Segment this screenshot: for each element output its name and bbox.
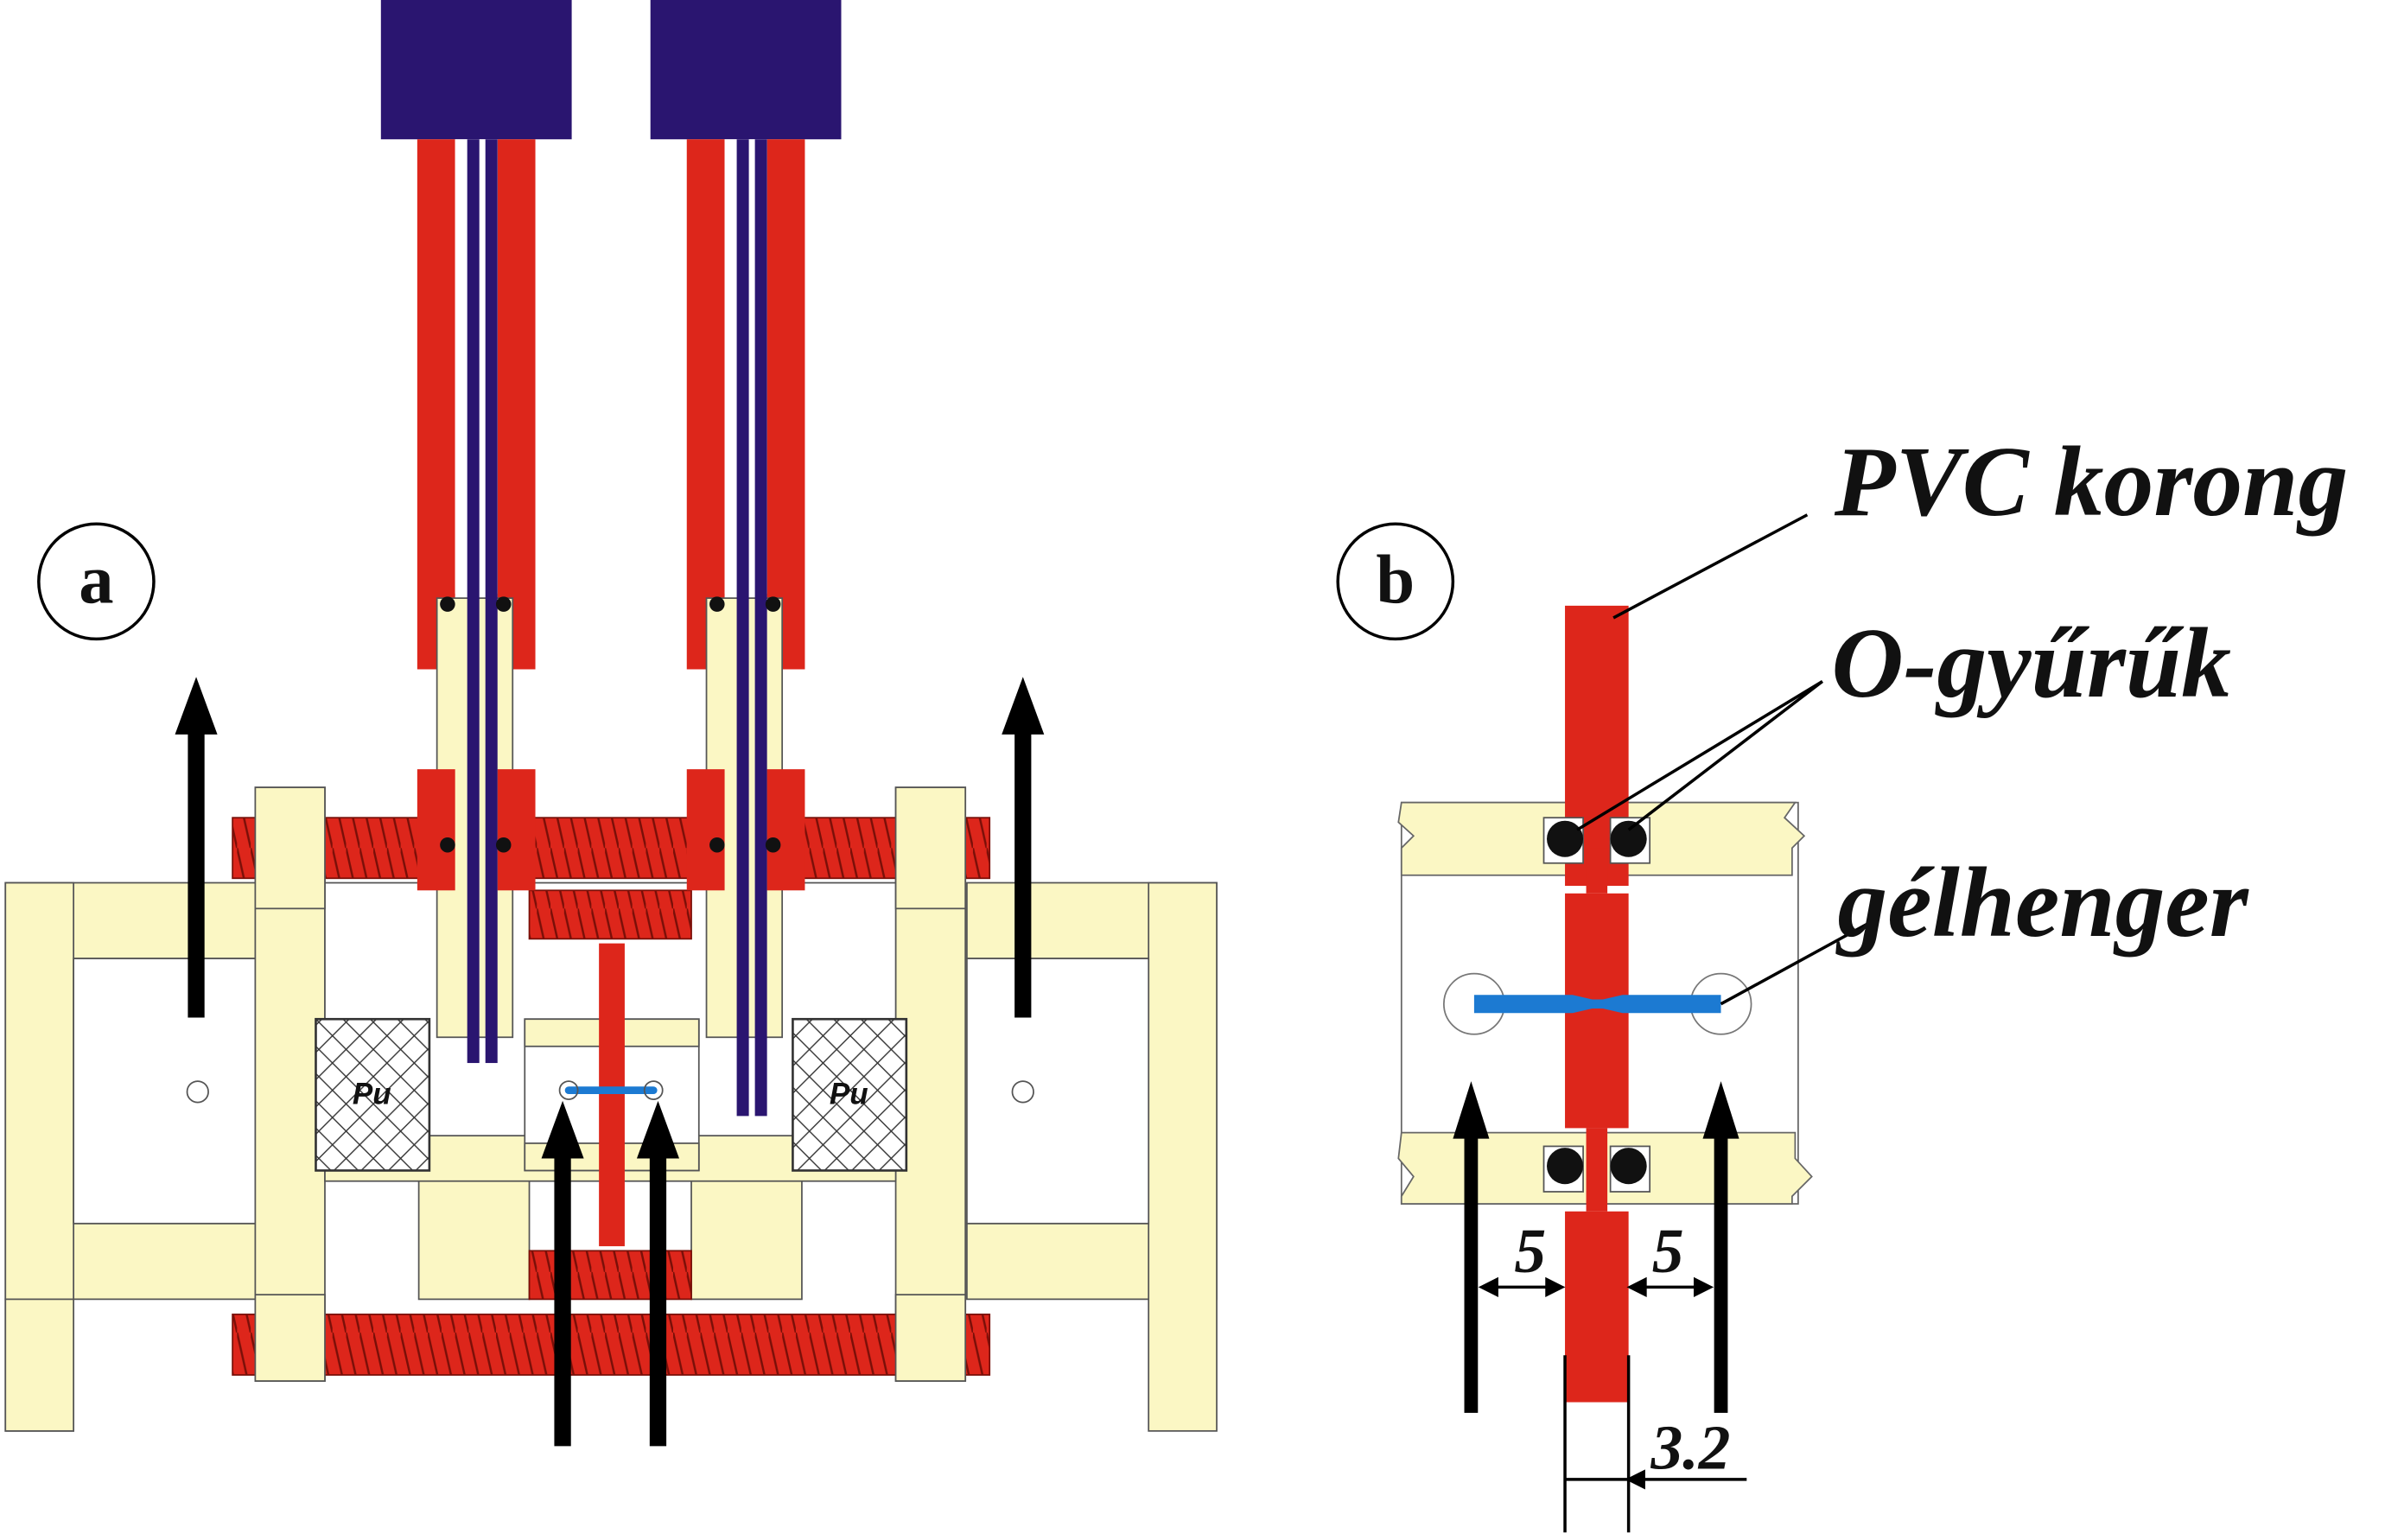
o-rings-lower xyxy=(1542,1145,1651,1193)
pvc-disc-lower xyxy=(1565,1211,1629,1403)
panel-b-label: b xyxy=(1376,541,1415,618)
pu-filter-right xyxy=(792,1017,908,1172)
pvc-disc-neck-lower xyxy=(1586,1128,1608,1212)
callout-pvc: PVC korong xyxy=(1834,427,2348,538)
leader-gel xyxy=(1720,922,1869,1006)
threaded-rod-upper xyxy=(232,817,991,880)
flow-arrowhead-right xyxy=(1002,677,1045,735)
dimension-left xyxy=(1478,1276,1566,1297)
end-plate-right-bottom-overlay xyxy=(894,1294,967,1382)
pvc-disc-neck-upper xyxy=(1586,848,1608,894)
outer-frame-right xyxy=(966,881,1218,1432)
panel-b-label-circle xyxy=(1336,522,1455,641)
electrode-assembly-left xyxy=(380,0,572,1064)
flow-arrowhead-left xyxy=(175,677,218,735)
dimension-label-left: 5 xyxy=(1514,1215,1546,1286)
flow-arrowhead-center-right xyxy=(636,1100,679,1159)
o-rings-upper xyxy=(1542,817,1651,864)
leader-oring-right xyxy=(1627,680,1823,831)
end-plate-right-top-overlay xyxy=(894,786,967,910)
callout-gel: gélhenger xyxy=(1835,848,2248,958)
threaded-rod-bottom xyxy=(232,1314,991,1376)
panel-a-label: a xyxy=(79,541,113,618)
dimension-right xyxy=(1626,1276,1714,1297)
pu-label-left: Pu xyxy=(353,1077,391,1110)
dimension-label-thickness: 3.2 xyxy=(1650,1412,1730,1483)
threaded-rod-middle xyxy=(528,889,692,940)
gel-cylinder xyxy=(1473,995,1721,1014)
flow-arrowhead-b-left xyxy=(1453,1081,1490,1139)
dimension-label-right: 5 xyxy=(1652,1215,1684,1286)
pin-hole-left xyxy=(186,1080,209,1104)
panel-a-label-circle xyxy=(37,522,156,641)
end-plate-left-bottom-overlay xyxy=(254,1294,326,1382)
callout-orings: O-gyűrűk xyxy=(1831,608,2231,719)
end-plate-left-top-overlay xyxy=(254,786,326,910)
electrode-assembly-right xyxy=(650,0,842,1117)
panel-b: b xyxy=(1336,427,2348,1533)
pin-hole-right xyxy=(1011,1080,1034,1104)
leader-pvc xyxy=(1612,513,1809,620)
pu-label-right: Pu xyxy=(830,1077,868,1110)
flow-arrowhead-b-right xyxy=(1702,1081,1739,1139)
panel-a: a Pu xyxy=(4,0,1218,1447)
flow-arrowhead-center-left xyxy=(541,1100,584,1159)
outer-frame-left xyxy=(4,881,257,1432)
pu-filter-left xyxy=(315,1017,431,1172)
threaded-rod-lower-mid xyxy=(528,1250,692,1301)
leader-oring-left xyxy=(1576,679,1823,831)
dimension-thickness xyxy=(1563,1355,1747,1533)
